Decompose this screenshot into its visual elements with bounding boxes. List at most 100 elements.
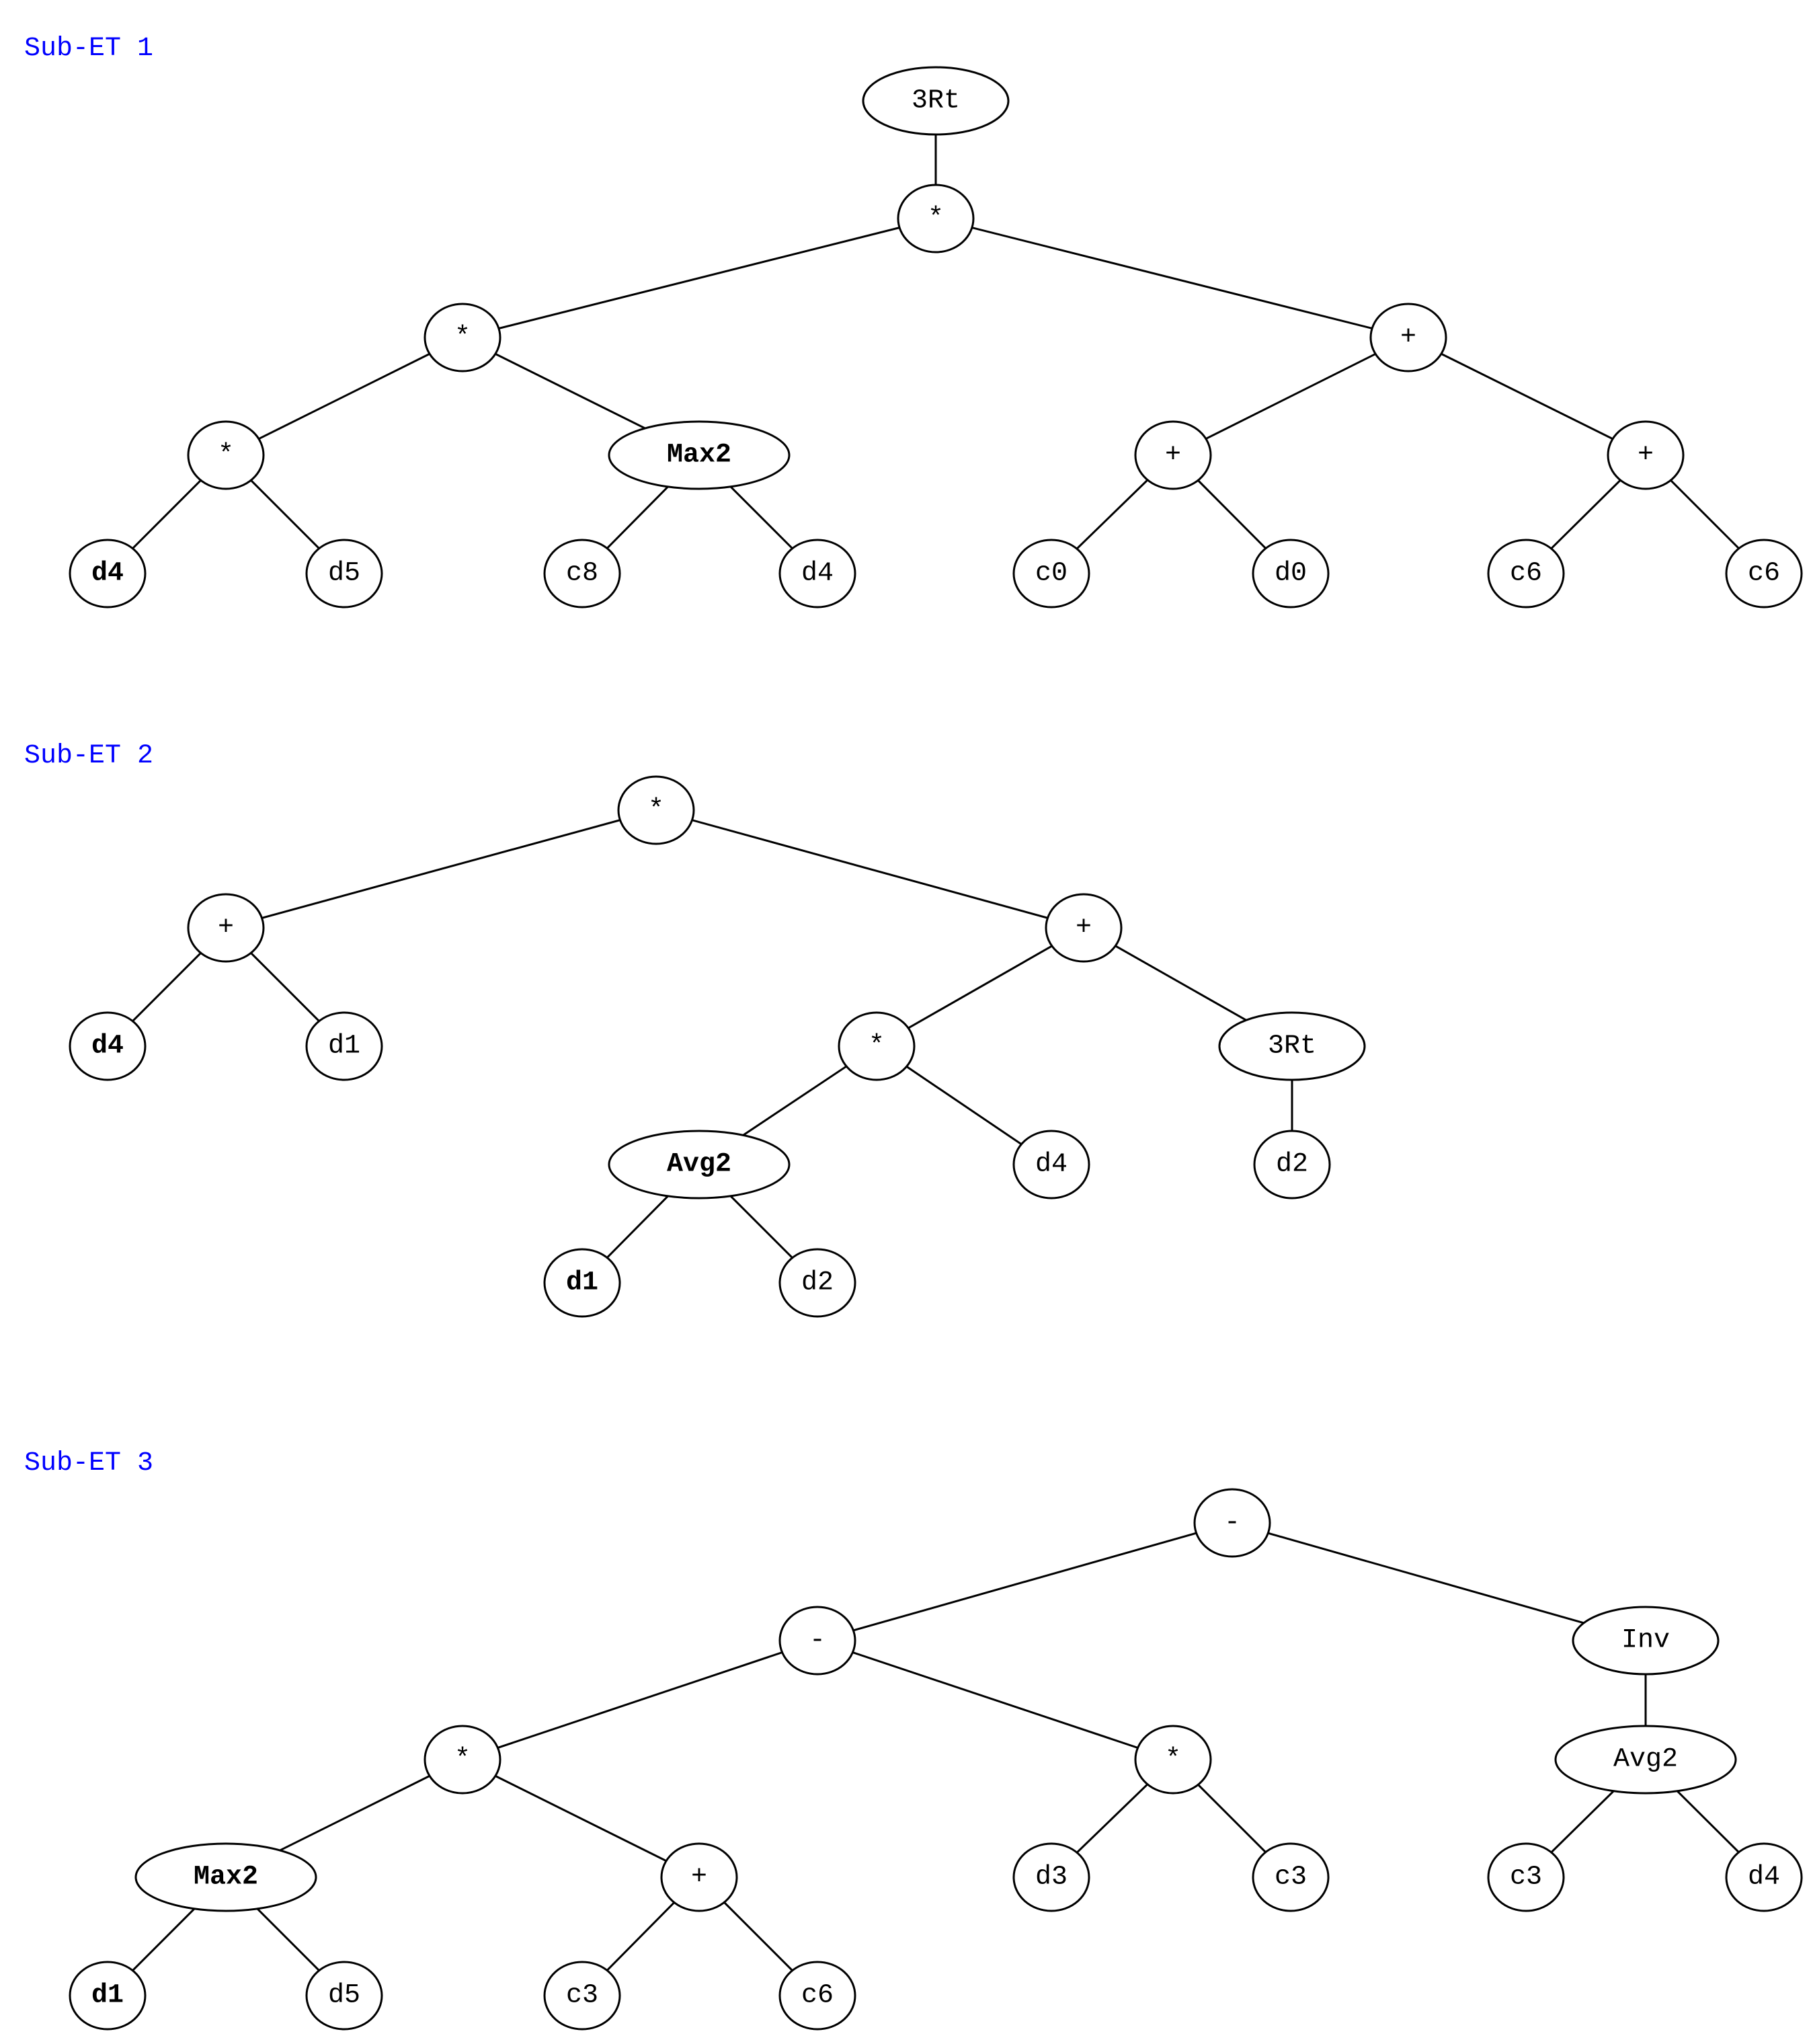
sub-et-2-node: * [838, 1011, 916, 1081]
sub-et-3-node-label: d4 [1748, 1862, 1780, 1893]
sub-et-2-node-label: Avg2 [667, 1150, 731, 1180]
sub-et-1-node: 3Rt [862, 66, 1010, 136]
sub-et-1-node: * [424, 303, 501, 372]
sub-et-1-node-label: + [1638, 440, 1654, 471]
sub-et-1-node-shape [897, 184, 975, 253]
sub-et-1-node: d4 [778, 539, 856, 608]
sub-et-1-node-shape [69, 539, 147, 608]
sub-et-2-edge [225, 809, 657, 929]
sub-et-1-node-label: * [928, 204, 944, 234]
sub-et-1-edge [1408, 336, 1646, 457]
sub-et-3-edge [1232, 1522, 1646, 1642]
sub-et-2-node-label: d2 [801, 1268, 834, 1298]
sub-et-3-node-shape [1572, 1606, 1720, 1676]
sub-et-1-node-label: * [454, 323, 471, 353]
sub-et-1-node-label: d5 [328, 559, 360, 589]
sub-et-3-node-shape [134, 1842, 317, 1912]
sub-et-1-node-shape [1252, 539, 1330, 608]
sub-et-1-node: + [1369, 303, 1447, 372]
sub-et-3-node-label: c3 [566, 1981, 598, 2011]
sub-et-1-node: d4 [69, 539, 147, 608]
sub-et-3-node-label: * [454, 1745, 471, 1775]
sub-et-3-node-shape [1554, 1725, 1737, 1795]
sub-et-3-edge [817, 1639, 1174, 1761]
sub-et-2-node-label: d1 [328, 1031, 360, 1062]
sub-et-2-node-shape [1253, 1130, 1331, 1200]
sub-et-1-node-label: c6 [1510, 559, 1542, 589]
sub-et-1-node-label: * [218, 440, 234, 471]
sub-et-1-node-label: + [1165, 440, 1181, 471]
sub-et-2-edge [876, 927, 1084, 1048]
sub-et-2-title: Sub-ET 2 [24, 741, 153, 771]
sub-et-1-node-shape [1725, 539, 1803, 608]
sub-et-2-node-label: * [648, 795, 664, 826]
sub-et-1-title: Sub-ET 1 [24, 34, 153, 64]
sub-et-1-node: * [897, 184, 975, 253]
sub-et-3-node: c3 [543, 1961, 621, 2031]
sub-et-1-node-shape [1369, 303, 1447, 372]
sub-et-2-node: d1 [305, 1011, 383, 1081]
sub-et-2-node-label: + [218, 913, 234, 943]
sub-et-3-node: * [424, 1725, 501, 1795]
sub-et-3-node-label: c3 [1510, 1862, 1542, 1893]
sub-et-2-node-label: 3Rt [1268, 1031, 1316, 1062]
sub-et-3-node-shape [1193, 1488, 1271, 1558]
sub-et-1-node-shape [424, 303, 501, 372]
sub-et-1-edge [1172, 336, 1409, 457]
sub-et-1-node-label: + [1400, 323, 1416, 353]
sub-et-3-node-label: - [809, 1626, 826, 1656]
sub-et-2-node-label: d4 [91, 1031, 124, 1062]
sub-et-3-node: Max2 [134, 1842, 317, 1912]
sub-et-3-node-shape [305, 1961, 383, 2031]
sub-et-1-node-shape [862, 66, 1010, 136]
sub-et-3-node: c6 [778, 1961, 856, 2031]
sub-et-1-node: d0 [1252, 539, 1330, 608]
sub-et-1-edge [935, 217, 1409, 339]
sub-et-1-node: c6 [1487, 539, 1565, 608]
sub-et-3-node: c3 [1487, 1842, 1565, 1912]
sub-et-1-node: * [187, 420, 265, 490]
sub-et-1-node-shape [608, 420, 791, 490]
sub-et-2-node-shape [69, 1011, 147, 1081]
sub-et-1-node-shape [1134, 420, 1212, 490]
sub-et-2-node-shape [1045, 893, 1123, 963]
sub-et-1-edges [106, 101, 1765, 575]
sub-et-2-node: d4 [1012, 1130, 1090, 1200]
sub-et-1-edge [462, 217, 936, 339]
sub-et-3-node: Inv [1572, 1606, 1720, 1676]
sub-et-3-node: c3 [1252, 1842, 1330, 1912]
sub-et-3-node-shape [660, 1842, 738, 1912]
sub-et-3-edge [462, 1758, 700, 1879]
sub-et-3-node-label: d1 [91, 1981, 124, 2011]
sub-et-3-node-label: * [1165, 1745, 1181, 1775]
sub-et-3-node-label: c6 [801, 1981, 834, 2011]
sub-et-1-node-shape [1487, 539, 1565, 608]
sub-et-3-node-label: Max2 [194, 1862, 258, 1893]
sub-et-2-node-shape [1218, 1011, 1366, 1081]
sub-et-3-node-shape [1487, 1842, 1565, 1912]
sub-et-3-node-shape [1012, 1842, 1090, 1912]
sub-et-1-node-label: d4 [801, 559, 834, 589]
sub-et-1-node: Max2 [608, 420, 791, 490]
sub-et-3-node: - [1193, 1488, 1271, 1558]
sub-et-2-node-shape [187, 893, 265, 963]
sub-et-2-node-label: * [869, 1031, 885, 1062]
sub-et-2-node-shape [778, 1248, 856, 1318]
sub-et-3-node-label: d3 [1035, 1862, 1068, 1893]
sub-et-3-edge [462, 1639, 818, 1761]
sub-et-3-node-shape [424, 1725, 501, 1795]
sub-et-3-node-shape [778, 1961, 856, 2031]
sub-et-1-edge [225, 336, 463, 457]
sub-et-2-node: d2 [778, 1248, 856, 1318]
sub-et-2-edge [655, 809, 1084, 929]
sub-et-3-edges [106, 1522, 1765, 1997]
sub-et-3-node-label: d5 [328, 1981, 360, 2011]
sub-et-3-node: - [778, 1606, 856, 1676]
sub-et-1-node-label: c8 [566, 559, 598, 589]
